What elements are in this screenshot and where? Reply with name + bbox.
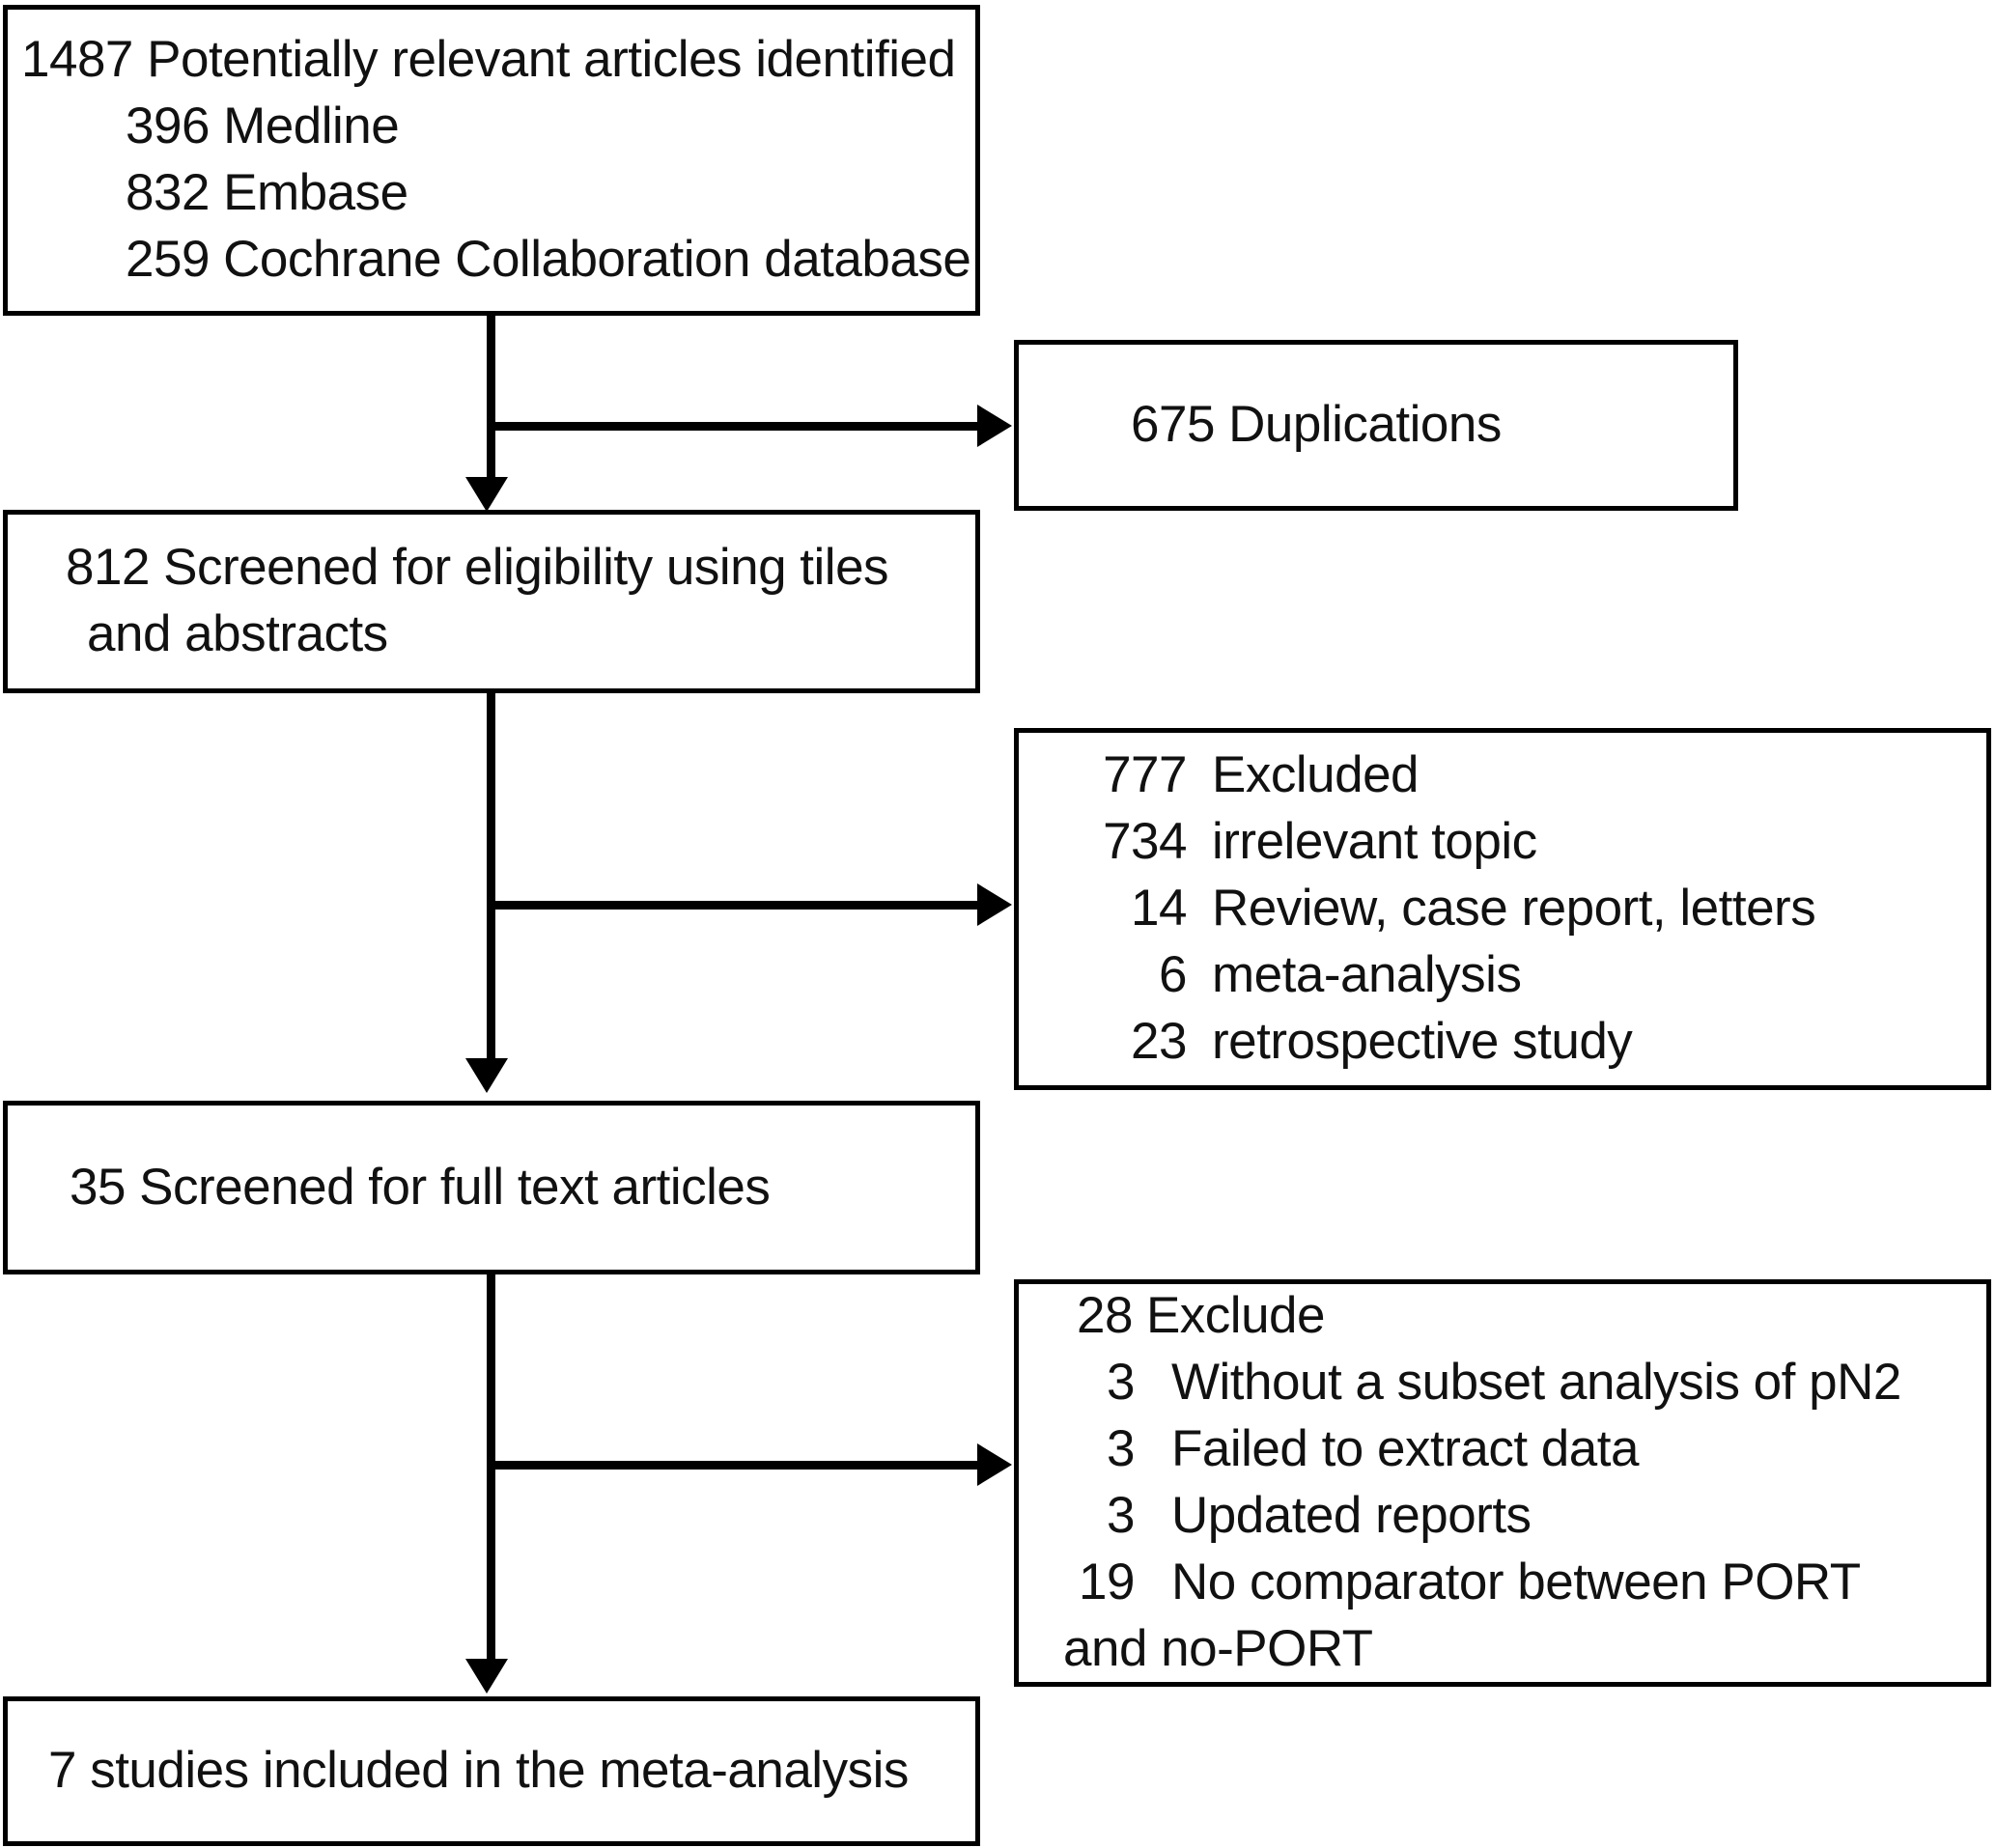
identified-cochrane-line: 259 Cochrane Collaboration database [126, 230, 971, 288]
exclude-row-count: 19 [1079, 1553, 1135, 1610]
box-potentially-relevant-articles: 1487 Potentially relevant articles ident… [3, 5, 980, 316]
exclude-overflow-line: and no-PORT [1063, 1619, 1373, 1677]
excluded-row: 6 meta-analysis [1081, 942, 1977, 1009]
identified-total-line: 1487 Potentially relevant articles ident… [21, 31, 956, 89]
exclude-row: 19 No comparator between PORT [1077, 1550, 1977, 1616]
excluded-row: 734 irrelevant topic [1081, 809, 1977, 876]
excluded-row-count: 734 [1103, 813, 1187, 871]
excluded-row: 14 Review, case report, letters [1081, 876, 1977, 942]
excluded-row-count: 6 [1159, 945, 1187, 1003]
screened-fulltext-line: 35 Screened for full text articles [70, 1158, 771, 1216]
excluded-row-label: Review, case report, letters [1212, 880, 1816, 938]
excluded-row: 23 retrospective study [1081, 1009, 1977, 1076]
screened-eligibility-line-1: 812 Screened for eligibility using tiles [66, 539, 889, 597]
included-line: 7 studies included in the meta-analysis [48, 1742, 909, 1800]
exclude-row: 3 Failed to extract data [1077, 1416, 1977, 1483]
excluded-row-label: meta-analysis [1212, 945, 1522, 1003]
box-duplications: 675 Duplications [1014, 340, 1738, 511]
box-screened-fulltext-lines: 35 Screened for full text articles [8, 1155, 975, 1221]
box-screened-full-text: 35 Screened for full text articles [3, 1101, 980, 1274]
exclude-row-count: 3 [1107, 1354, 1135, 1412]
exclude-row: 3 Updated reports [1077, 1483, 1977, 1550]
arrowhead-to-excluded-777-icon [977, 883, 1012, 926]
arrowhead-to-included-icon [465, 1659, 508, 1694]
box-screened-for-eligibility: 812 Screened for eligibility using tiles… [3, 510, 980, 693]
exclude-row-count: 3 [1107, 1420, 1135, 1478]
excluded-row-count: 14 [1131, 880, 1187, 938]
arrowhead-to-duplications-icon [977, 405, 1012, 447]
box-included-lines: 7 studies included in the meta-analysis [8, 1738, 975, 1805]
exclude-row-label: Failed to extract data [1171, 1420, 1639, 1478]
connector-screened-eligibility-vertical [487, 693, 495, 1070]
exclude-head-count: 28 [1077, 1287, 1133, 1345]
arrowhead-to-screened-fulltext-icon [465, 1058, 508, 1093]
excluded-row-label: Excluded [1212, 746, 1420, 804]
screened-eligibility-line-2: and abstracts [87, 605, 388, 662]
arrowhead-to-screened-eligibility-icon [465, 477, 508, 512]
exclude-row-label: Without a subset analysis of pN2 [1171, 1354, 1901, 1412]
excluded-row-count: 777 [1103, 746, 1187, 804]
arrowhead-to-exclude-28-icon [977, 1443, 1012, 1486]
excluded-row-count: 23 [1131, 1012, 1187, 1070]
box-duplications-lines: 675 Duplications [1019, 392, 1733, 459]
exclude-row-count: 3 [1107, 1487, 1135, 1544]
excluded-row: 777 Excluded [1081, 742, 1977, 809]
connector-identified-vertical [487, 316, 495, 494]
excluded-row-label: irrelevant topic [1212, 813, 1537, 871]
identified-medline-line: 396 Medline [126, 98, 400, 155]
connector-screened-eligibility-to-excluded-horizontal [487, 901, 979, 910]
box-identified-lines: 1487 Potentially relevant articles ident… [8, 27, 975, 294]
box-studies-included: 7 studies included in the meta-analysis [3, 1696, 980, 1846]
exclude-head-label: Exclude [1145, 1287, 1326, 1345]
excluded-row-label: retrospective study [1212, 1012, 1633, 1070]
box-excluded-777: 777 Excluded 734 irrelevant topic 14 Review… [1014, 728, 1991, 1090]
duplications-line: 675 Duplications [1131, 396, 1502, 454]
connector-screened-fulltext-vertical [487, 1274, 495, 1670]
exclude-row-label: No comparator between PORT [1171, 1553, 1861, 1610]
exclude-row: 3 Without a subset analysis of pN2 [1077, 1350, 1977, 1416]
connector-identified-to-duplications-horizontal [487, 422, 979, 431]
identified-embase-line: 832 Embase [126, 164, 408, 221]
connector-screened-fulltext-to-exclude-horizontal [487, 1461, 979, 1470]
exclude-row-label: Updated reports [1171, 1487, 1532, 1544]
box-excluded-777-lines: 777 Excluded 734 irrelevant topic 14 Review… [1019, 742, 1986, 1075]
box-screened-eligibility-lines: 812 Screened for eligibility using tiles… [8, 535, 975, 668]
